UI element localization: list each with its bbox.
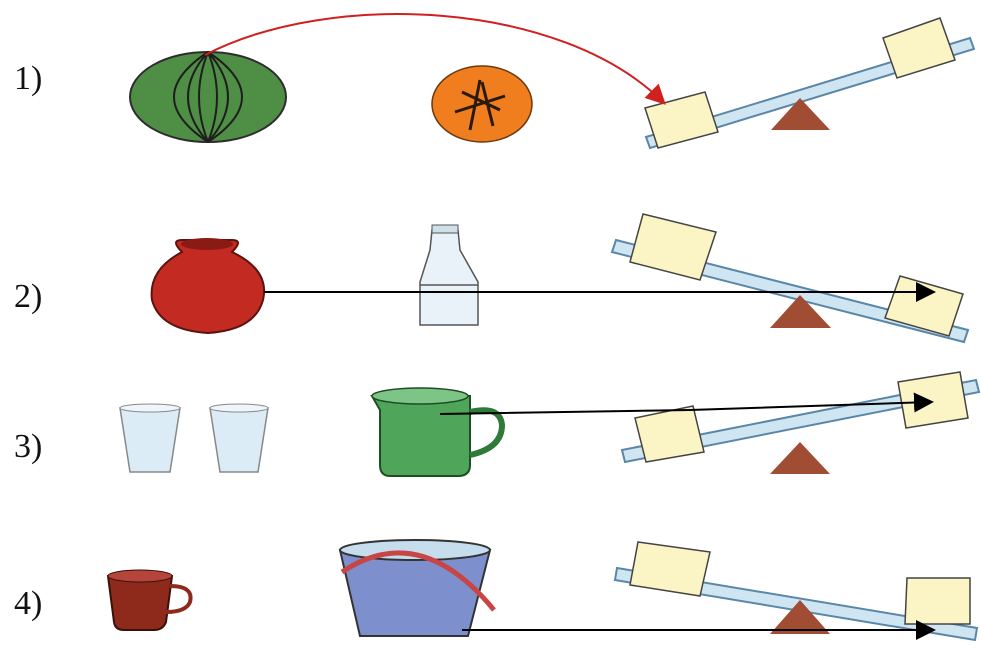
orange-icon (432, 66, 532, 142)
bucket-icon (340, 540, 494, 636)
small-jug-icon (108, 570, 191, 630)
balance-scale-3 (622, 372, 979, 474)
glass-cup-right-icon (210, 404, 268, 472)
balance-scale-1 (645, 18, 974, 148)
glass-cup-left-icon (120, 404, 180, 472)
green-jug-icon (372, 388, 502, 476)
milk-bottle-icon (420, 225, 478, 325)
pumpkin-icon (130, 52, 286, 142)
balance-scale-2 (612, 214, 968, 342)
clay-pot-icon (152, 238, 265, 333)
balance-scale-4 (615, 542, 977, 640)
